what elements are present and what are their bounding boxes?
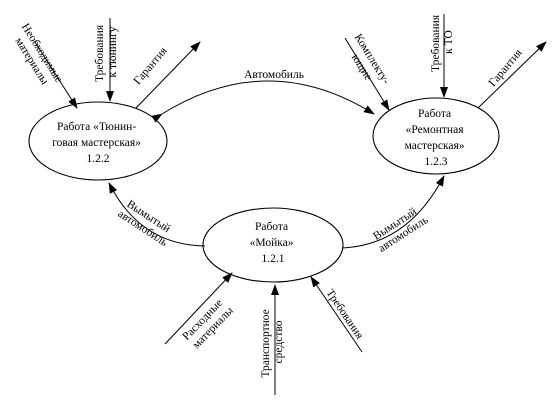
materials-tuning-label: Необходимые материалы: [8, 21, 66, 94]
washed-car-right-arrow: [341, 175, 445, 249]
washed-car-left-arrow: [108, 182, 206, 247]
washed-car-left-label: Вымытый автомобиль: [116, 197, 177, 249]
repair-workshop-label: Работа «Ремонтная мастерская» 1.2.3: [405, 108, 468, 168]
warranty-tuning-arrow: [135, 41, 201, 109]
washed-car-right-label: Вымытый автомобиль: [369, 203, 430, 255]
consumables-arrow: [164, 272, 233, 345]
transport-label: Транспортное средство: [260, 306, 285, 377]
tuning-workshop-node: [28, 101, 168, 181]
req-service-label: Требования к ТО: [430, 12, 455, 72]
warranty-repair-arrow: [477, 41, 547, 109]
req-tuning-label: Требования к тюнингу: [94, 22, 119, 82]
car-flow-arrow: [151, 80, 375, 123]
car-wash-node: [202, 207, 344, 283]
warranty-tuning-label: Гарантия: [132, 44, 171, 87]
repair-workshop-node: [372, 97, 500, 175]
consumables-label: Расходные материалы: [180, 295, 236, 352]
tuning-workshop-label: Работа «Тюнин- говая мастерская» 1.2.2: [52, 121, 144, 165]
materials-tuning-arrow: [34, 41, 78, 109]
components-repair-label: Комплекту- ющие: [341, 32, 394, 96]
car-flow-label: Автомобиль: [244, 69, 304, 81]
requirements-wash-label: Требования: [324, 287, 366, 342]
components-repair-arrow: [344, 37, 390, 111]
car-wash-label: Работа «Мойка» 1.2.1: [250, 221, 297, 265]
requirements-wash-arrow: [310, 276, 363, 353]
